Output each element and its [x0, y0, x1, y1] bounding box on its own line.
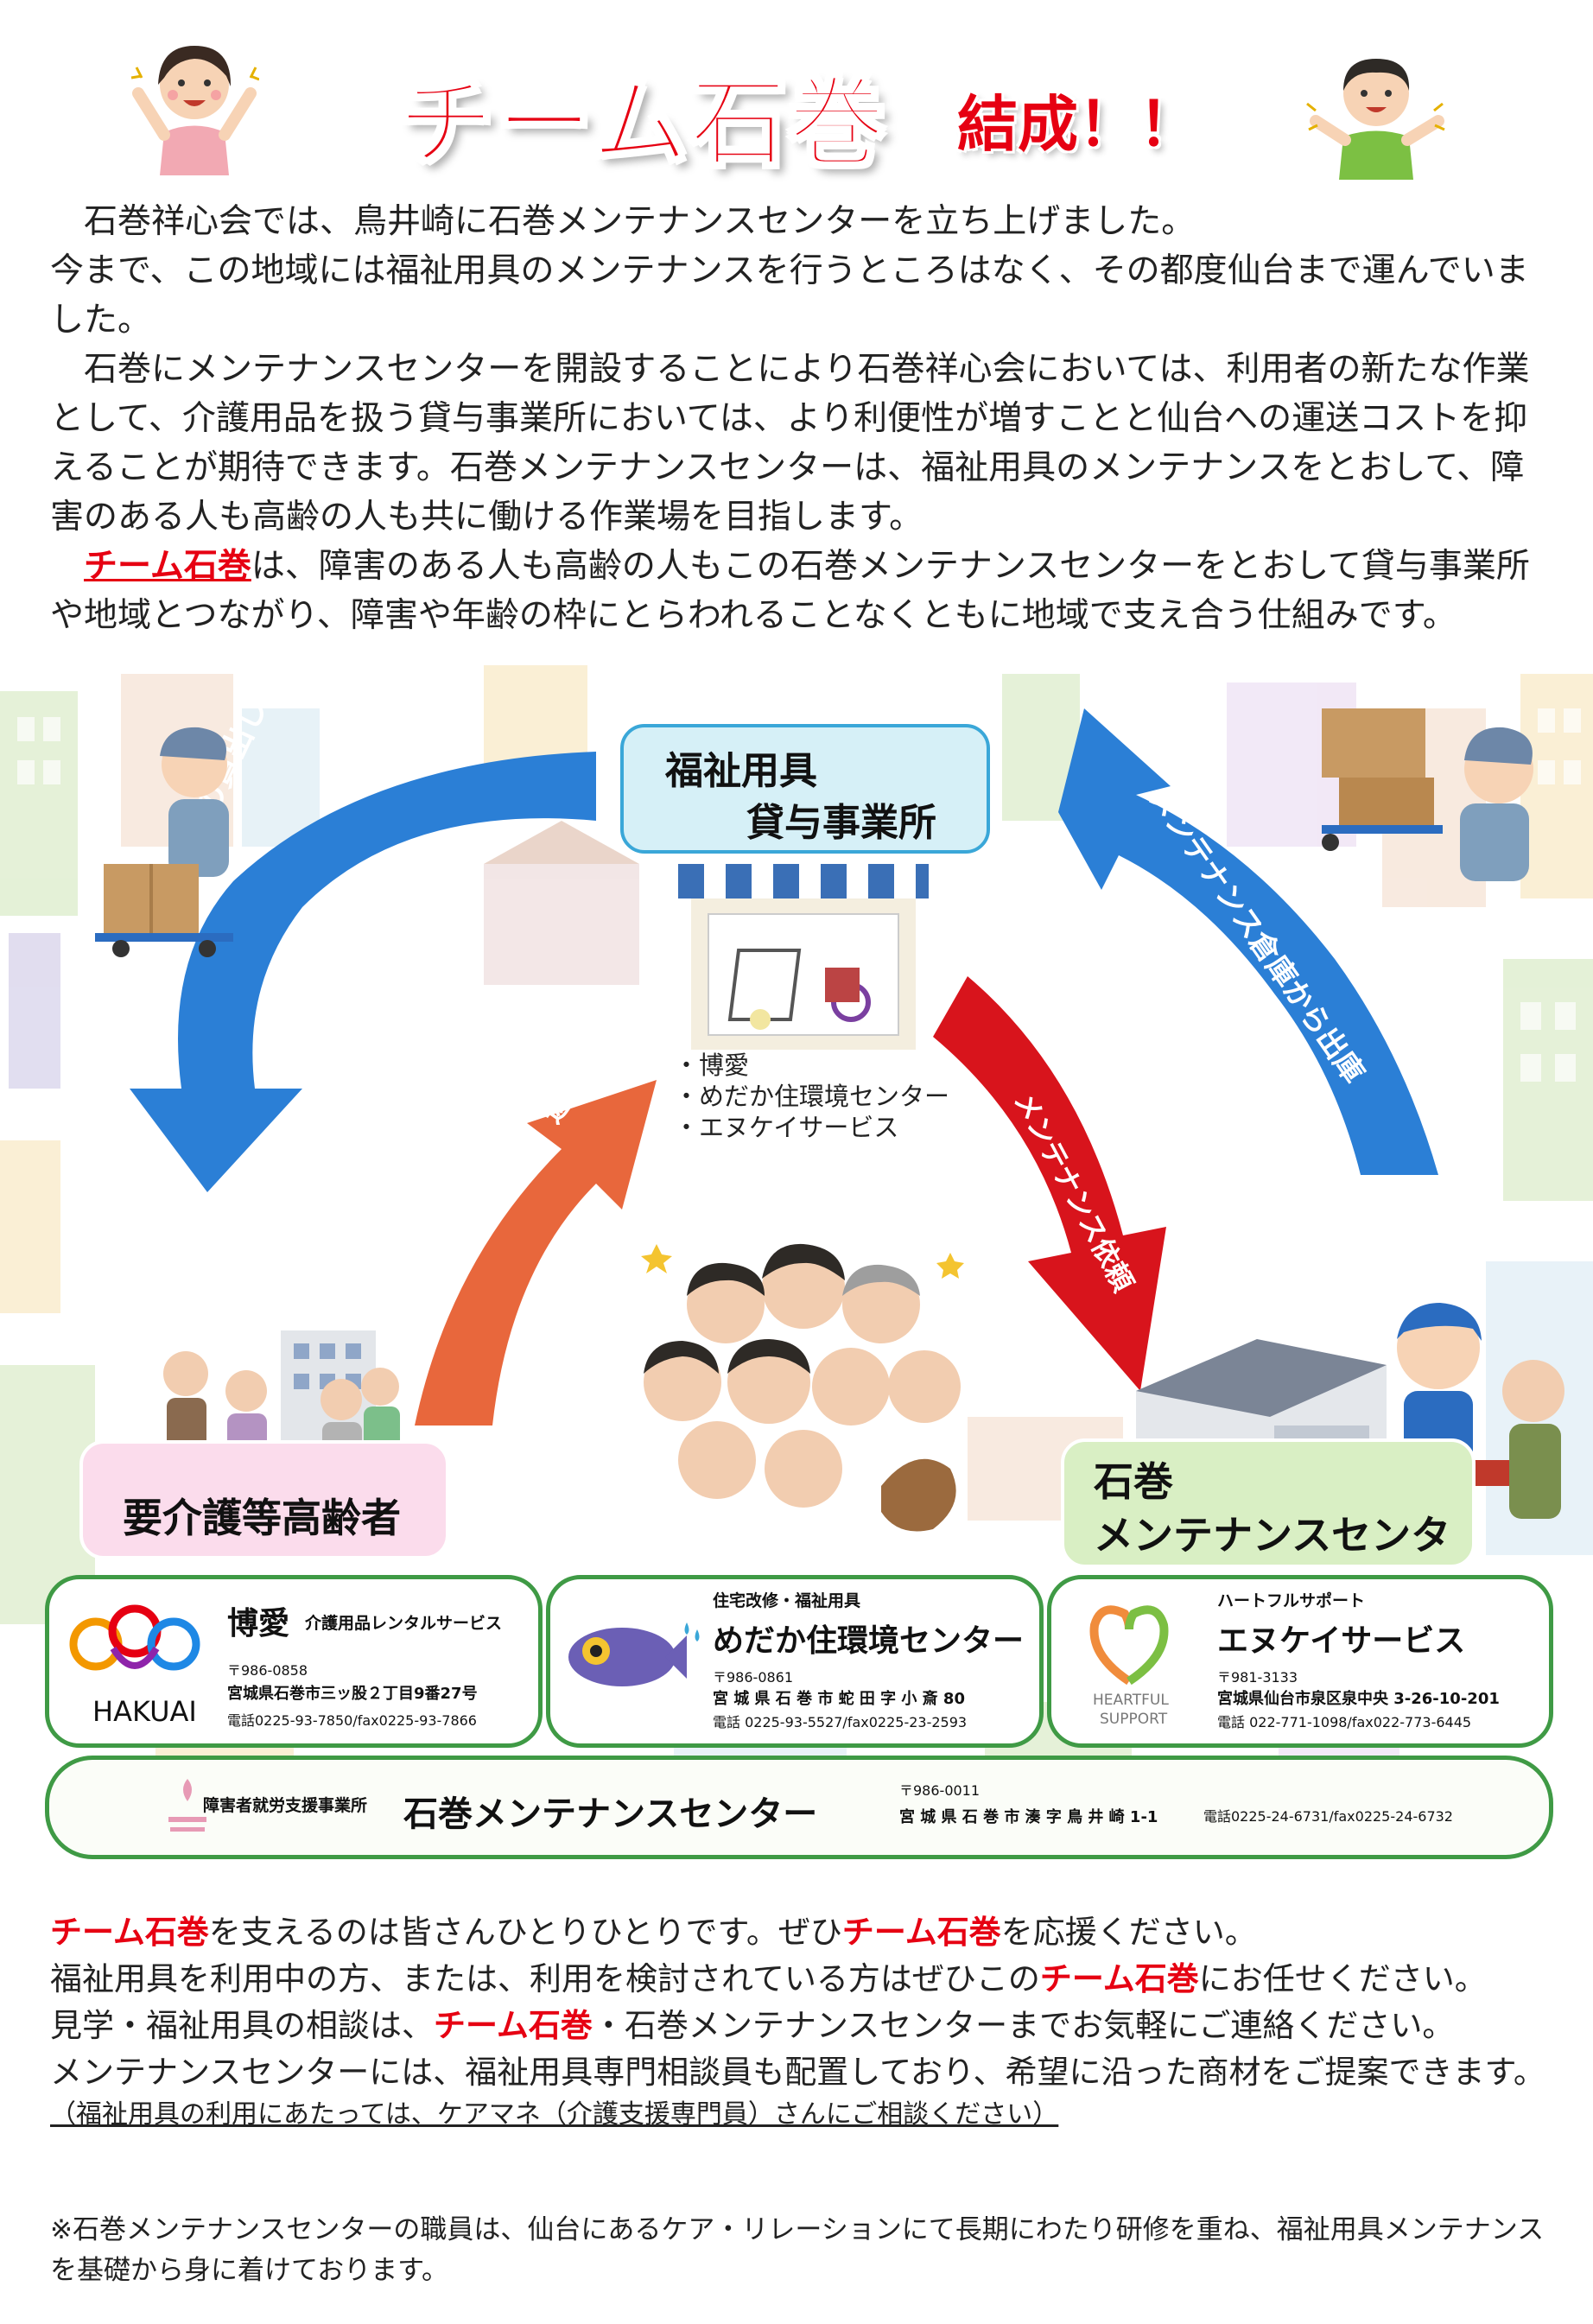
hakuai-card: HAKUAI 博愛 介護用品レンタルサービス 〒986-0858 宮城県石巻市三…	[45, 1575, 543, 1748]
team-name-highlight: チーム石巻	[1039, 1960, 1199, 1997]
elderly-label-text: 要介護等高齢者	[123, 1495, 401, 1541]
woman-cheering-icon	[130, 46, 259, 175]
medaka-tag: 住宅改修・福祉用具	[713, 1591, 861, 1610]
intro-text: 石巻祥心会では、鳥井崎に石巻メンテナンスセンターを立ち上げました。 今まで、この…	[50, 197, 1545, 640]
footer-line-4: メンテナンスセンターには、福祉用具専門相談員も配置しており、希望に沿った商材をご…	[50, 2054, 1545, 2091]
footer-line-1: チーム石巻を支えるのは皆さんひとりひとりです。ぜひチーム石巻を応援ください。	[50, 1909, 1562, 1956]
request-arrow	[933, 976, 1166, 1391]
return-arrow	[415, 1080, 657, 1426]
center-card-name: 石巻メンテナンスセンター	[403, 1794, 818, 1834]
care-manager-note: （福祉用具の利用にあたっては、ケアマネ（介護支援専門員）さんにご相談ください）	[50, 2099, 1059, 2130]
medaka-name: めだか住環境センター	[713, 1623, 1025, 1659]
header: チーム石巻 結成！！	[0, 0, 1593, 190]
staff-training-note: ※石巻メンテナンスセンターの職員は、仙台にあるケア・リレーションにて長期にわたり…	[50, 2214, 1545, 2286]
medaka-card: 住宅改修・福祉用具 めだか住環境センター 〒986-0861 宮 城 県 石 巻…	[546, 1575, 1044, 1748]
community-crowd-icon	[641, 1243, 964, 1532]
rental-partners-list: ・博愛 ・めだか住環境センター ・エヌケイサービス	[674, 1050, 949, 1143]
intro-paragraph-4: チーム石巻は、障害のある人も高齢の人もこの石巻メンテナンスセンターをとおして貸与…	[50, 542, 1545, 640]
hakuai-address: 宮城県石巻市三ッ股２丁目9番27号	[227, 1685, 478, 1703]
partner-list-item: ・博愛	[674, 1051, 750, 1080]
footer-line-1-b: を応援ください。	[1000, 1914, 1257, 1951]
intro-paragraph-1: 石巻祥心会では、鳥井崎に石巻メンテナンスセンターを立ち上げました。	[84, 202, 1196, 241]
center-label-line-1: 石巻	[1094, 1458, 1173, 1505]
partner-list-item: ・エヌケイサービス	[674, 1113, 899, 1142]
ship-arrow	[1058, 708, 1438, 1175]
hakuai-postal: 〒986-0858	[227, 1662, 308, 1679]
nk-tag: ハートフルサポート	[1217, 1591, 1366, 1610]
intro-paragraph-2: 今まで、この地域には福祉用具のメンテナンスを行うところはなく、その都度仙台まで運…	[50, 251, 1529, 340]
footer-line-2-b: にお任せください。	[1198, 1960, 1487, 1997]
nk-address: 宮城県仙台市泉区泉中央 3-26-10-201	[1217, 1690, 1500, 1708]
maintenance-center-label: 石巻 メンテナンスセンター	[1061, 1438, 1476, 1616]
footer-text: チーム石巻を支えるのは皆さんひとりひとりです。ぜひチーム石巻を応援ください。 福…	[50, 1909, 1562, 2134]
medaka-tel: 電話 0225-93-5527/fax0225-23-2593	[713, 1714, 968, 1730]
center-card-tel: 電話0225-24-6731/fax0225-24-6732	[1203, 1808, 1453, 1825]
man-cheering-icon	[1306, 59, 1445, 180]
heartful-logo-text-2: SUPPORT	[1100, 1711, 1168, 1728]
center-card-type: 障害者就労支援事業所	[203, 1796, 368, 1815]
delivery-worker-right-icon	[1322, 708, 1533, 881]
hakuai-tel: 電話0225-93-7850/fax0225-93-7866	[227, 1712, 477, 1729]
hakuai-logo-icon	[69, 1604, 200, 1671]
team-name-highlight: チーム石巻	[841, 1914, 1001, 1951]
nk-postal: 〒981-3133	[1217, 1669, 1298, 1686]
nk-name: エヌケイサービス	[1217, 1623, 1466, 1659]
water-drops-icon	[684, 1622, 700, 1641]
partner-list-item: ・めだか住環境センター	[674, 1082, 950, 1111]
intro-paragraph-3: 石巻にメンテナンスセンターを開設することにより石巻祥心会においては、利用者の新た…	[50, 350, 1530, 537]
medaka-address: 宮 城 県 石 巻 市 蛇 田 字 小 斎 80	[713, 1690, 965, 1708]
medaka-postal: 〒986-0861	[713, 1669, 794, 1686]
hakuai-logo-text: HAKUAI	[92, 1695, 197, 1728]
shop-icon	[678, 864, 929, 1050]
rental-office-line-1: 福祉用具	[665, 749, 817, 793]
nk-tel: 電話 022-771-1098/fax022-773-6445	[1217, 1714, 1472, 1730]
lend-arrow	[130, 752, 596, 1192]
footer-line-2-a: 福祉用具を利用中の方、または、利用を検討されている方はぜひこの	[50, 1960, 1040, 1997]
heartful-support-logo-icon	[1089, 1605, 1169, 1686]
team-name-highlight: チーム石巻	[434, 2007, 593, 2044]
rental-office-line-2: 貸与事業所	[746, 801, 936, 845]
page-title: チーム石巻	[397, 67, 887, 181]
nk-service-card: HEARTFUL SUPPORT ハートフルサポート エヌケイサービス 〒981…	[1047, 1575, 1553, 1748]
center-card-postal: 〒986-0011	[899, 1782, 981, 1799]
footer-line-3-b: ・石巻メンテナンスセンターまでお気軽にご連絡ください。	[592, 2007, 1455, 2044]
footer-line-3: 見学・福祉用具の相談は、チーム石巻・石巻メンテナンスセンターまでお気軽にご連絡く…	[50, 2003, 1562, 2049]
page-subtitle: 結成！！	[957, 89, 1199, 160]
heartful-logo-text-1: HEARTFUL	[1093, 1692, 1169, 1709]
flow-diagram: 福祉用具の貸出し メンテナンス倉庫から出庫 返却 メンテナンス依頼 福祉用具 貸…	[0, 657, 1593, 1892]
hakuai-service: 介護用品レンタルサービス	[305, 1614, 503, 1633]
hakuai-name: 博愛	[227, 1606, 290, 1641]
elderly-label: 要介護等高齢者	[79, 1440, 449, 1559]
delivery-worker-left-icon	[95, 727, 233, 957]
shoshinkai-logo-icon	[168, 1779, 206, 1832]
maintenance-center-card: 障害者就労支援事業所 石巻メンテナンスセンター 〒986-0011 宮 城 県 …	[45, 1756, 1553, 1859]
medaka-fish-logo-icon	[568, 1628, 687, 1686]
center-card-address: 宮 城 県 石 巻 市 湊 字 鳥 井 崎 1-1	[899, 1808, 1158, 1826]
intro-paragraph-4-text: は、障害のある人も高齢の人もこの石巻メンテナンスセンターをとおして貸与事業所や地…	[50, 547, 1530, 635]
rental-office-label: 福祉用具 貸与事業所	[620, 724, 990, 854]
team-name-highlight: チーム石巻	[50, 1914, 209, 1951]
team-name-highlight: チーム石巻	[84, 547, 251, 586]
footer-line-2: 福祉用具を利用中の方、または、利用を検討されている方はぜひこのチーム石巻にお任せ…	[50, 1956, 1562, 2003]
footer-line-3-a: 見学・福祉用具の相談は、	[50, 2007, 434, 2044]
footer-line-1-a: を支えるのは皆さんひとりひとりです。ぜひ	[208, 1914, 842, 1951]
